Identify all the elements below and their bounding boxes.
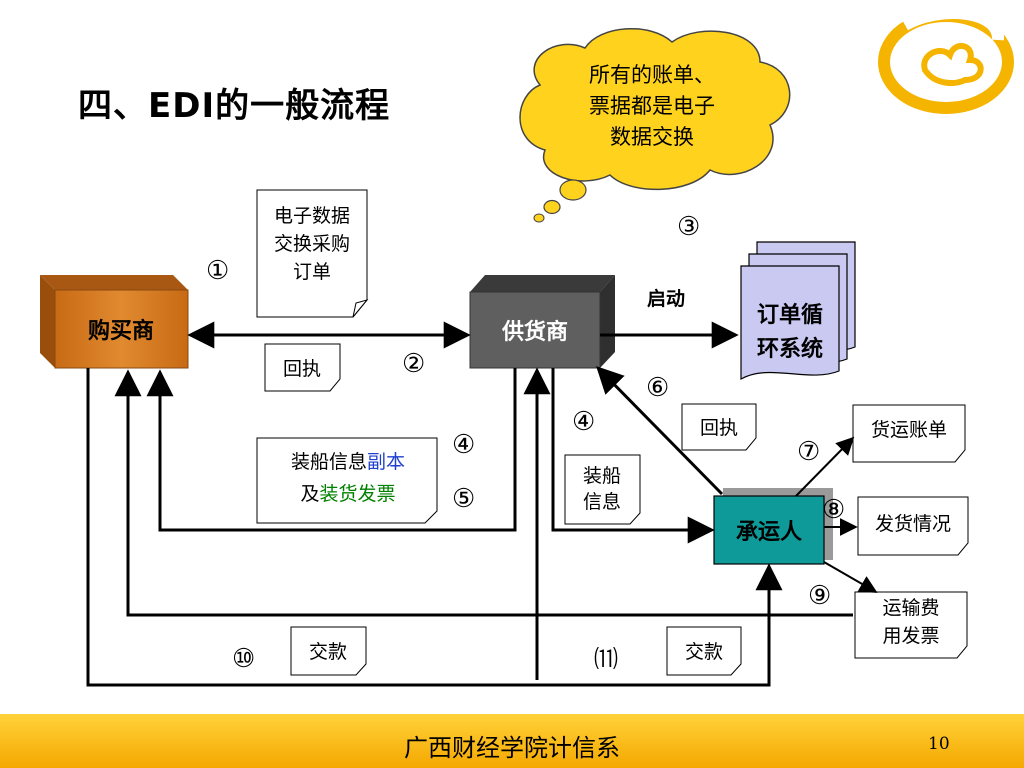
cloud-line-3: 数据交换: [610, 125, 694, 149]
footer-bar: 广西财经学院计信系 10: [0, 714, 1024, 768]
doc-payment-1: 交款: [290, 626, 367, 676]
order-system-line-2: 环系统: [757, 336, 823, 362]
buyer-node: 购买商: [40, 275, 189, 369]
delivery-status-label: 发货情况: [875, 513, 951, 535]
arrow-freight-invoice: [823, 561, 878, 593]
shipping-copy-line-1: 装船信息副本: [291, 451, 405, 473]
copy-text: 副本: [367, 451, 405, 473]
step-2: ②: [402, 349, 425, 379]
buyer-label: 购买商: [88, 318, 154, 344]
doc-shipping-copy: 装船信息副本 及装货发票: [256, 437, 438, 524]
freight-invoice-line-2: 用发票: [882, 625, 939, 647]
step-9: ⑨: [808, 581, 831, 611]
slide-title: 四、EDI的一般流程: [78, 86, 391, 126]
doc-payment-2: 交款: [666, 626, 742, 676]
arrow-shipping-info: [551, 368, 715, 544]
cloud-line-1: 所有的账单、: [589, 63, 715, 87]
doc-purchase-order: 电子数据 交换采购 订单: [256, 189, 369, 318]
shipping-info-line-1: 装船: [583, 465, 621, 487]
footer-org: 广西财经学院计信系: [404, 734, 620, 762]
carrier-node: 承运人: [713, 488, 833, 565]
college-logo: [878, 7, 1014, 114]
page-number: 10: [928, 734, 950, 754]
step-3: ③: [677, 212, 700, 242]
supplier-label: 供货商: [501, 319, 568, 345]
purchase-order-line-3: 订单: [293, 261, 331, 283]
step-6: ⑥: [646, 373, 669, 403]
payment-2-label: 交款: [685, 641, 723, 663]
step-1: ①: [206, 256, 229, 286]
cloud-line-2: 票据都是电子: [589, 94, 715, 118]
doc-receipt-1: 回执: [264, 343, 341, 392]
doc-receipt-2: 回执: [681, 403, 757, 451]
arrow-payment-to-carrier-buyer: [114, 369, 853, 617]
purchase-order-line-2: 交换采购: [274, 233, 350, 255]
and-text: 及: [300, 483, 319, 505]
start-label: 启动: [647, 287, 685, 310]
shipping-info-line-2: 信息: [583, 491, 621, 513]
carrier-label: 承运人: [736, 519, 802, 545]
purchase-order-line-1: 电子数据: [274, 205, 350, 227]
order-system-line-1: 订单循: [757, 302, 823, 328]
receipt-1-label: 回执: [283, 358, 321, 380]
arrow-receipt-to-supplier: [596, 366, 724, 496]
supplier-node: 供货商: [469, 275, 615, 369]
step-numbers: ① ② ③ ④ ④ ⑤ ⑥ ⑦ ⑧ ⑨ ⑩ ⑾: [206, 212, 845, 674]
step-4-left: ④: [452, 430, 475, 460]
freight-invoice-line-1: 运输费: [882, 597, 939, 619]
step-11: ⑾: [594, 645, 618, 673]
shipping-copy-line-2: 及装货发票: [300, 483, 395, 505]
thought-cloud: 所有的账单、 票据都是电子 数据交换: [519, 27, 791, 223]
shipping-info-text: 装船信息: [291, 451, 367, 473]
arrow-shipping-copy: [146, 368, 517, 532]
order-cycle-system: 订单循 环系统: [740, 241, 856, 381]
payment-1-label: 交款: [309, 641, 347, 663]
step-5: ⑤: [452, 484, 475, 514]
doc-freight-invoice: 运输费 用发票: [854, 591, 968, 659]
doc-freight-bill: 货运账单: [852, 404, 966, 463]
step-7: ⑦: [797, 437, 820, 467]
step-10: ⑩: [232, 644, 255, 674]
step-8: ⑧: [822, 495, 845, 525]
freight-bill-label: 货运账单: [871, 419, 947, 441]
arrow-freight-bill: [795, 436, 855, 497]
doc-shipping-info: 装船 信息: [564, 454, 641, 525]
loading-invoice-text: 装货发票: [320, 483, 396, 505]
connectors: [86, 321, 878, 687]
receipt-2-label: 回执: [700, 417, 738, 439]
arrow-payment-buyer-carrier: [86, 368, 783, 687]
doc-delivery-status: 发货情况: [857, 496, 969, 556]
step-4-right: ④: [572, 407, 595, 437]
